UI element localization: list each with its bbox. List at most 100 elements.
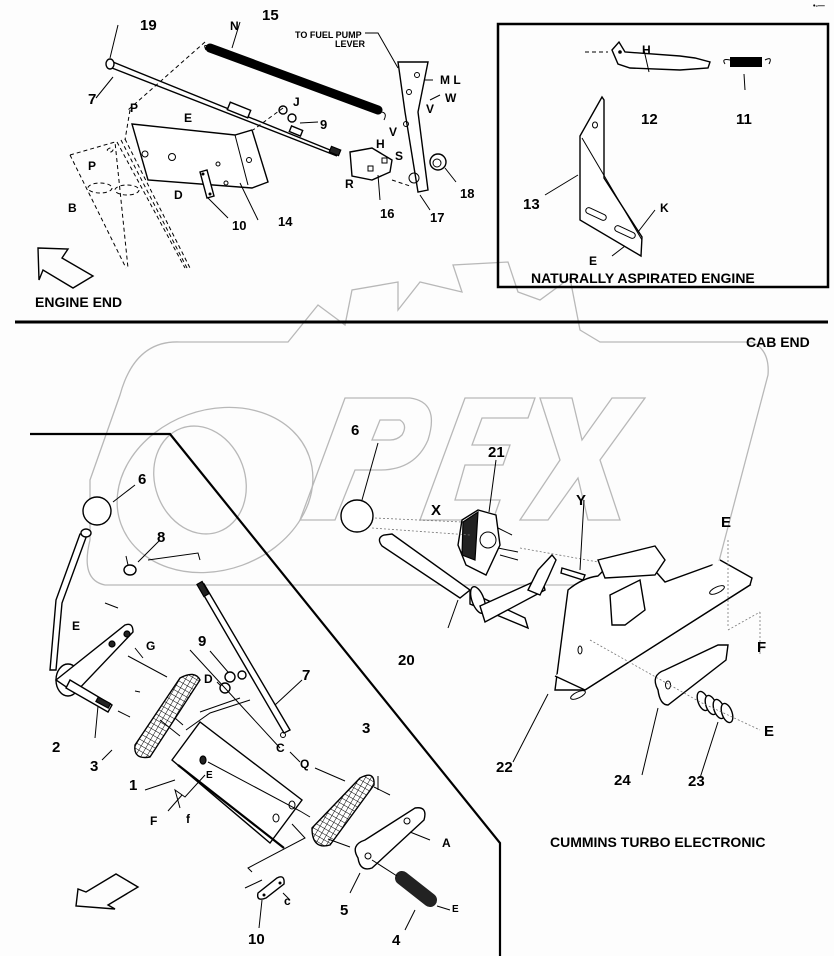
ref-letter-P: P xyxy=(130,101,138,115)
ref-letter-E-upper: E xyxy=(721,514,731,531)
ref-letter-f: f xyxy=(186,812,191,826)
part-label-10: 10 xyxy=(232,218,246,233)
part-label-9: 9 xyxy=(320,117,327,132)
part-label-9-lower: 9 xyxy=(198,633,206,650)
clip-9-lower xyxy=(224,671,236,683)
pedal-assembly-labels: 6 8 E G 9 D 7 2 3 C Q 3 1 E F f A 5 c E … xyxy=(52,471,459,949)
inset-ref-E: E xyxy=(589,254,597,268)
part-label-5: 5 xyxy=(340,902,348,919)
ref-letter-C: C xyxy=(276,741,285,755)
pad-3-right xyxy=(311,774,375,847)
lever-17 xyxy=(397,61,429,193)
ref-letter-F-right: F xyxy=(757,639,766,656)
pin-Y xyxy=(560,567,586,581)
engine-end-label: ENGINE END xyxy=(35,294,122,310)
part-label-6-left: 6 xyxy=(138,471,146,488)
part-label-23: 23 xyxy=(688,773,705,790)
ref-letter-ML: M L xyxy=(440,73,461,87)
part-label-17: 17 xyxy=(430,210,444,225)
inset-frame xyxy=(496,22,830,289)
ref-letter-J: J xyxy=(293,95,300,109)
part-label-18: 18 xyxy=(460,186,474,201)
pedal-1 xyxy=(171,721,303,845)
part-label-6-right: 6 xyxy=(351,422,359,439)
ref-letter-B: B xyxy=(68,201,77,215)
region-divider xyxy=(30,432,502,956)
part-label-21: 21 xyxy=(488,444,505,461)
clip-9-top xyxy=(278,105,288,115)
cummins-caption: CUMMINS TURBO ELECTRONIC xyxy=(550,834,765,850)
ref-letter-P2: P xyxy=(88,159,96,173)
part-label-14: 14 xyxy=(278,214,293,229)
pad-3-left xyxy=(134,673,201,759)
part-label-10-lower: 10 xyxy=(248,931,265,948)
ref-letter-V1: V xyxy=(389,125,397,139)
nut-18 xyxy=(429,153,447,171)
fuel-pump-note-2: LEVER xyxy=(335,39,366,49)
part-label-13: 13 xyxy=(523,196,540,213)
inset-caption: NATURALLY ASPIRATED ENGINE xyxy=(531,270,755,286)
watermark-logo xyxy=(86,261,769,586)
rod-end-19 xyxy=(105,58,115,70)
ref-letter-N: N xyxy=(230,19,239,33)
inset-ref-K: K xyxy=(660,201,669,215)
ref-letter-W: W xyxy=(445,91,457,105)
cummins-labels: 6 21 X Y E F E 20 22 24 23 CUMMINS TURBO… xyxy=(351,422,774,850)
part-label-7: 7 xyxy=(88,91,96,108)
part-label-12: 12 xyxy=(641,111,658,128)
ref-letter-Q: Q xyxy=(300,757,309,771)
ref-letter-E: E xyxy=(184,111,192,125)
lever-12 xyxy=(611,40,711,71)
ref-letter-E-spring: E xyxy=(452,904,459,915)
cable-7-lower xyxy=(198,583,291,734)
link-10-top xyxy=(199,169,215,199)
spring-4 xyxy=(395,871,437,907)
plug-6-right xyxy=(340,499,374,533)
ref-letter-E-pedal-2: E xyxy=(206,770,213,781)
lever-24 xyxy=(654,644,729,706)
plate-5 xyxy=(354,807,426,870)
ref-letter-G: G xyxy=(146,639,155,653)
part-label-20: 20 xyxy=(398,652,415,669)
ref-letter-D-pedal: D xyxy=(204,672,213,686)
ref-letter-S: S xyxy=(395,149,403,163)
ref-letter-F: F xyxy=(150,814,157,828)
part-label-1: 1 xyxy=(129,777,137,794)
ref-letter-V2: V xyxy=(426,102,434,116)
ref-letter-D: D xyxy=(174,188,183,202)
part-label-4: 4 xyxy=(392,932,401,949)
ref-letter-E-pedal: E xyxy=(72,619,80,633)
part-label-22: 22 xyxy=(496,759,513,776)
pedal-assembly xyxy=(49,484,451,931)
ref-letter-A: A xyxy=(442,836,451,850)
clip-8 xyxy=(123,564,137,576)
part-label-7-lower: 7 xyxy=(302,667,310,684)
ref-letter-Y: Y xyxy=(576,492,586,509)
spring-23 xyxy=(696,690,734,724)
cummins-turbo-assembly xyxy=(340,442,761,779)
engine-end-arrow-icon xyxy=(37,247,95,289)
shaft-20 xyxy=(378,533,472,599)
part-label-19: 19 xyxy=(140,17,157,34)
part-label-11: 11 xyxy=(736,111,752,128)
fuel-pump-note-1: TO FUEL PUMP xyxy=(295,30,362,40)
part-label-2: 2 xyxy=(52,739,60,756)
part-label-15: 15 xyxy=(262,7,279,24)
clevis-16 xyxy=(349,147,393,181)
part-label-3-left: 3 xyxy=(90,758,98,775)
part-label-3-right: 3 xyxy=(362,720,370,737)
ref-letter-E-lower: E xyxy=(764,723,774,740)
naturally-aspirated-inset xyxy=(496,22,830,289)
inset-ref-H: H xyxy=(642,43,651,57)
part-label-16: 16 xyxy=(380,206,394,221)
ref-letter-X: X xyxy=(431,502,441,519)
bracket-14 xyxy=(131,123,269,189)
cab-end-arrow-icon xyxy=(75,873,140,910)
engine-end-labels: 19 7 15 N P E P B D 10 14 J 9 TO FUEL PU… xyxy=(68,7,474,233)
spring-15 xyxy=(205,43,383,115)
engine-end-assembly xyxy=(69,21,457,269)
part-label-24: 24 xyxy=(614,772,631,789)
pedal-rod-2 xyxy=(49,531,90,671)
corner-mark: •-— xyxy=(813,3,825,10)
